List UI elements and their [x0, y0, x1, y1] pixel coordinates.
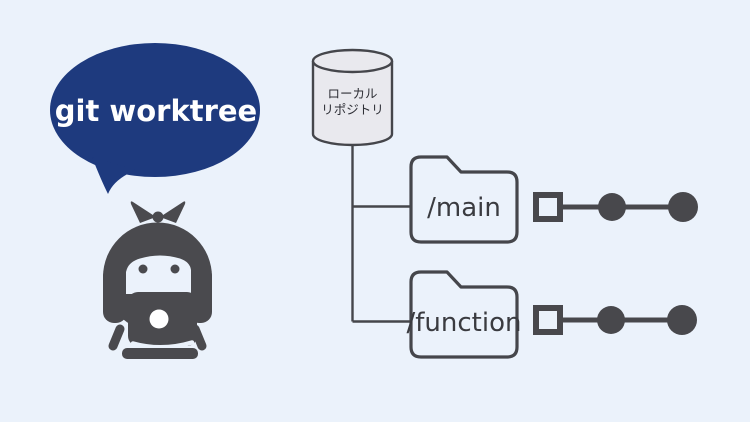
laptop-logo	[149, 309, 169, 329]
commit-node-function-2	[667, 305, 697, 335]
folder-function-label: /function	[407, 308, 522, 338]
speech-bubble-tail	[92, 157, 136, 194]
girl-with-laptop-icon	[103, 201, 212, 359]
face	[126, 255, 191, 294]
folder-main	[409, 155, 519, 244]
folder-function	[409, 270, 519, 359]
repository-label-line1: ローカル	[327, 86, 377, 101]
speech-bubble: git worktree	[50, 43, 260, 194]
bow-left-ear	[130, 201, 156, 223]
repository-label-line2: リポジトリ	[321, 102, 384, 117]
commit-node-function-1	[597, 306, 625, 334]
commit-graph-main	[533, 192, 698, 222]
speech-bubble-label: git worktree	[55, 94, 257, 128]
eye-right	[170, 264, 180, 274]
eye-left	[138, 264, 148, 274]
bow-right-ear	[160, 201, 186, 223]
local-repository: ローカル リポジトリ	[311, 48, 394, 147]
laptop-base	[122, 348, 198, 359]
worktree-head-marker-main	[533, 192, 563, 222]
commit-graph-function	[533, 305, 697, 335]
repository-cylinder-top	[311, 48, 394, 74]
speech-bubble-body	[50, 43, 260, 177]
hair-strand-left	[103, 265, 127, 323]
worktree-main: /main	[409, 155, 698, 244]
laptop-hinge-gap	[130, 340, 195, 350]
folder-main-label: /main	[427, 193, 501, 223]
worktree-function: /function	[407, 270, 697, 359]
bow-knot	[152, 211, 164, 223]
commit-node-main-1	[598, 193, 626, 221]
commit-node-main-2	[668, 192, 698, 222]
connector-lines	[351, 145, 411, 323]
worktree-head-marker-function	[533, 305, 563, 335]
arm-left	[108, 324, 125, 351]
